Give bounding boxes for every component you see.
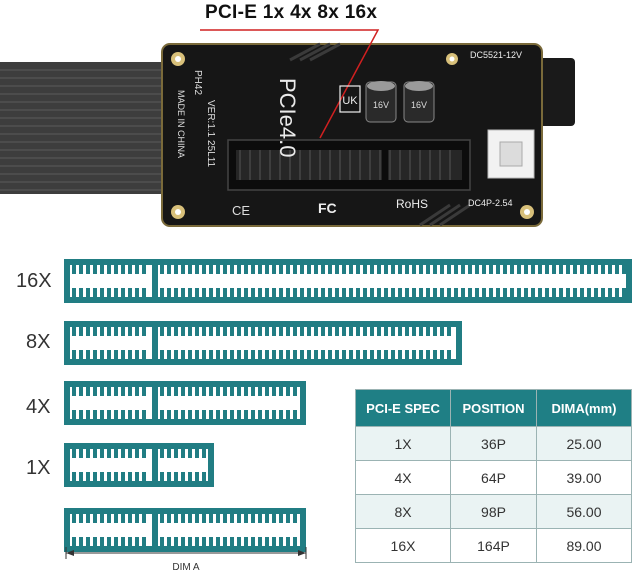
pointer-line <box>200 29 380 139</box>
cell-dima: 89.00 <box>536 528 632 563</box>
board-brand-badge: UK <box>342 95 358 107</box>
slot-label-4x: 4X <box>26 396 51 418</box>
spec-table: PCI-E SPEC POSITION DIMA(mm) 1X 36P 25.0… <box>355 389 632 563</box>
cell-position: 64P <box>450 460 537 495</box>
table-row: 16X 164P 89.00 <box>355 528 632 563</box>
board-model: PCIe4.0 <box>275 78 300 158</box>
slot-1x <box>64 443 214 487</box>
header-position: POSITION <box>450 389 537 427</box>
table-row: 1X 36P 25.00 <box>355 426 632 461</box>
table-row: 4X 64P 39.00 <box>355 460 632 495</box>
board-origin: MADE IN CHINA <box>176 90 186 158</box>
board-rohs-mark: RoHS <box>396 197 428 211</box>
slot-diagrams: DIM A <box>64 259 632 573</box>
slot-label-1x: 1X <box>26 457 51 479</box>
board-model-code: PH42 <box>192 70 203 95</box>
board-version: VER:1.1 25L11 <box>205 100 216 168</box>
riser-board-photo: 16V 16V PCIe4.0 UK PH42 VER:1.1 25L11 MA… <box>0 29 575 227</box>
spec-table-header: PCI-E SPEC POSITION DIMA(mm) <box>355 389 632 427</box>
cell-position: 36P <box>450 426 537 461</box>
table-row: 8X 98P 56.00 <box>355 494 632 529</box>
cell-dima: 39.00 <box>536 460 632 495</box>
slot-16x <box>64 259 632 303</box>
cell-dima: 25.00 <box>536 426 632 461</box>
cell-spec: 8X <box>355 494 451 529</box>
board-dc-jack-label: DC5521-12V <box>470 50 522 60</box>
dimension-marker <box>65 547 307 559</box>
cap2-label: 16V <box>411 100 427 110</box>
pcie-slot-connector <box>227 139 471 191</box>
cell-spec: 1X <box>355 426 451 461</box>
cell-dima: 56.00 <box>536 494 632 529</box>
header-dima: DIMA(mm) <box>536 389 632 427</box>
board-fcc-mark: FC <box>318 200 337 216</box>
board-dc-header-label: DC4P-2.54 <box>468 198 513 208</box>
ribbon-cable <box>0 62 175 194</box>
cap1-label: 16V <box>373 100 389 110</box>
headline: PCI-E 1x 4x 8x 16x <box>205 2 378 23</box>
slot-4x <box>64 381 306 425</box>
slot-label-16x: 16X <box>16 270 52 292</box>
dim-label: DIM A <box>172 562 200 573</box>
dc-4pin-header <box>487 129 535 179</box>
capacitors: 16V 16V <box>365 81 435 123</box>
slot-label-8x: 8X <box>26 331 51 353</box>
cell-position: 164P <box>450 528 537 563</box>
slot-dim-reference <box>64 508 306 552</box>
cell-position: 98P <box>450 494 537 529</box>
header-pcie-spec: PCI-E SPEC <box>355 389 451 427</box>
cell-spec: 4X <box>355 460 451 495</box>
slot-8x <box>64 321 462 365</box>
board-ce-mark: CE <box>232 203 250 218</box>
cell-spec: 16X <box>355 528 451 563</box>
